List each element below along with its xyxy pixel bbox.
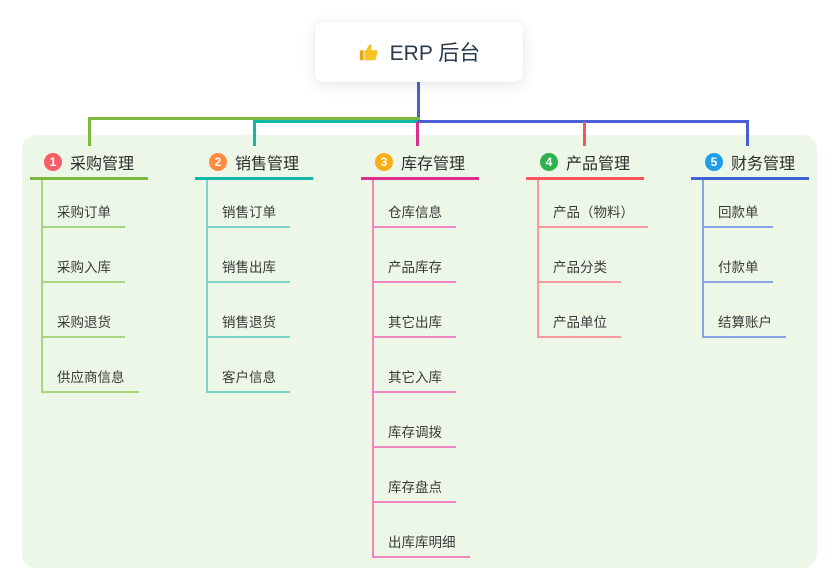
- branch-sales: 2 销售管理 销售订单 销售出库 销售退货 客户信息: [195, 146, 313, 393]
- branch-node-sales[interactable]: 2 销售管理: [195, 146, 313, 180]
- connector-sales-drop: [253, 120, 256, 146]
- child-node[interactable]: 销售出库: [208, 228, 290, 283]
- child-node[interactable]: 采购入库: [43, 228, 125, 283]
- child-node[interactable]: 产品分类: [539, 228, 621, 283]
- branch-number-badge: 3: [375, 152, 393, 171]
- child-node[interactable]: 产品（物料）: [539, 180, 648, 228]
- child-node[interactable]: 出库库明细: [374, 503, 470, 558]
- connector-finance-horizontal: [417, 120, 749, 123]
- child-node[interactable]: 销售订单: [208, 180, 290, 228]
- child-node[interactable]: 其它入库: [374, 338, 456, 393]
- branch-children: 销售订单 销售出库 销售退货 客户信息: [206, 180, 313, 393]
- branch-label: 库存管理: [401, 155, 466, 173]
- child-node[interactable]: 付款单: [704, 228, 773, 283]
- branch-number-badge: 1: [44, 152, 62, 171]
- branch-product: 4 产品管理 产品（物料） 产品分类 产品单位: [526, 146, 648, 338]
- branch-label: 采购管理: [70, 155, 135, 173]
- child-node[interactable]: 库存盘点: [374, 448, 456, 503]
- child-node[interactable]: 产品库存: [374, 228, 456, 283]
- connector-inventory-drop: [416, 122, 419, 146]
- child-node[interactable]: 供应商信息: [43, 338, 139, 393]
- branch-children: 仓库信息 产品库存 其它出库 其它入库 库存调拨 库存盘点 出库库明细: [372, 180, 479, 558]
- thumbs-up-icon: [358, 41, 380, 63]
- mindmap-canvas: [22, 135, 817, 568]
- connector-purchase-drop: [88, 117, 91, 146]
- branch-children: 产品（物料） 产品分类 产品单位: [537, 180, 648, 338]
- branch-number-badge: 2: [209, 152, 227, 171]
- branch-node-product[interactable]: 4 产品管理: [526, 146, 644, 180]
- branch-label: 财务管理: [731, 155, 796, 173]
- branch-label: 产品管理: [566, 155, 631, 173]
- child-node[interactable]: 产品单位: [539, 283, 621, 338]
- child-node[interactable]: 采购订单: [43, 180, 125, 228]
- branch-inventory: 3 库存管理 仓库信息 产品库存 其它出库 其它入库 库存调拨 库存盘点 出库库…: [361, 146, 479, 558]
- branch-label: 销售管理: [235, 155, 300, 173]
- root-node[interactable]: ERP 后台: [315, 22, 523, 82]
- child-node[interactable]: 回款单: [704, 180, 773, 228]
- connector-product-drop: [583, 122, 586, 146]
- child-node[interactable]: 库存调拨: [374, 393, 456, 448]
- branch-children: 回款单 付款单 结算账户: [702, 180, 809, 338]
- root-node-label: ERP 后台: [389, 42, 481, 65]
- child-node[interactable]: 客户信息: [208, 338, 290, 393]
- branch-purchase: 1 采购管理 采购订单 采购入库 采购退货 供应商信息: [30, 146, 148, 393]
- connector-sales-horizontal: [253, 120, 420, 123]
- connector-finance-drop: [746, 120, 749, 146]
- branch-node-purchase[interactable]: 1 采购管理: [30, 146, 148, 180]
- connector-root-drop: [417, 82, 420, 120]
- branch-node-inventory[interactable]: 3 库存管理: [361, 146, 479, 180]
- branch-number-badge: 4: [540, 152, 558, 171]
- child-node[interactable]: 其它出库: [374, 283, 456, 338]
- child-node[interactable]: 仓库信息: [374, 180, 456, 228]
- child-node[interactable]: 采购退货: [43, 283, 125, 338]
- child-node[interactable]: 结算账户: [704, 283, 786, 338]
- branch-node-finance[interactable]: 5 财务管理: [691, 146, 809, 180]
- branch-children: 采购订单 采购入库 采购退货 供应商信息: [41, 180, 148, 393]
- branch-number-badge: 5: [705, 152, 723, 171]
- child-node[interactable]: 销售退货: [208, 283, 290, 338]
- branch-finance: 5 财务管理 回款单 付款单 结算账户: [691, 146, 809, 338]
- connector-purchase-horizontal: [88, 117, 420, 120]
